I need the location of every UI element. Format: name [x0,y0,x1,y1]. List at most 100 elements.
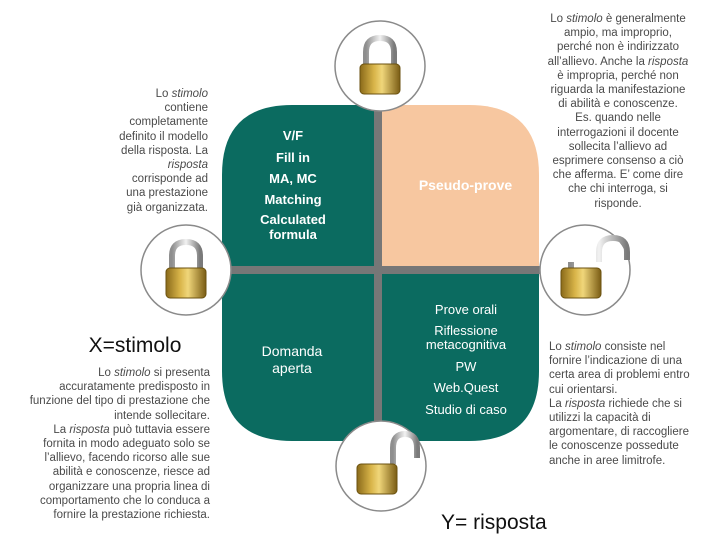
note-text: fornita in modo adeguato solo se [43,438,210,451]
note-text: argomentare, di raccogliere [549,426,689,439]
note-text: contiene [164,102,208,115]
italic-term: risposta [69,423,110,436]
item-studio-di-caso: Studio di caso [425,402,507,417]
note-line: fornire la prestazione richiesta. [10,508,210,522]
note-text: le conoscenze possedute [549,440,679,453]
note-text: della risposta. La [121,144,208,157]
note-line: certa area di problemi entro [549,368,709,382]
note-text: che afferma. E’ come dire [552,169,684,182]
note-line: perché non è indirizzato [532,40,704,54]
item-riflessione-metacognitiva: Riflessione metacognitiva [425,323,507,352]
note-text: è impropria, perché non [557,69,679,82]
italic-term: risposta [565,397,606,410]
note-text: cui orientarsi. [549,383,618,396]
item-webquest: Web.Quest [433,380,499,395]
note-line: Lo stimolo [98,87,208,101]
vertical-divider [374,105,382,441]
note-text: perché non è indirizzato [556,41,680,54]
note-text: si presenta [150,367,210,379]
note-text: all’allievo. Anche la [547,55,649,68]
italic-term: risposta [167,159,208,172]
note-line: Es. quando nelle [532,111,704,125]
note-text: esprimere consenso a ciò [552,155,684,168]
note-text: riguarda la manifestazione [550,84,686,97]
note-text: corrisponde ad [131,173,208,186]
note-line: Lo stimolo si presenta [10,366,210,380]
note-line: sollecita l’allievo ad [532,140,704,154]
quadrant-bottom-left [222,274,374,441]
note-text: comportamento che lo conduca a [39,494,210,507]
note-line: che chi interroga, si [532,182,704,196]
italic-term: risposta [648,55,689,68]
note-line: fornire l’indicazione di una [549,354,709,368]
note-line: completamente [98,115,208,129]
italic-term: stimolo [566,13,603,25]
note-text: l’allievo, facendo ricorso alle sue [44,452,210,465]
note-line: anche in aree limitrofe. [549,454,709,468]
note-line: abilità e conoscenze, riesce ad [10,465,210,479]
note-text: utilizzi la capacità di [549,412,651,425]
note-text: ampio, ma improprio, [563,27,672,40]
closed-padlock-icon [332,18,428,119]
note-text: abilità e conoscenze, riesce ad [52,466,210,479]
open-padlock-icon [333,418,429,519]
note-text: fornire l’indicazione di una [549,355,682,368]
note-line: organizzare una propria linea di [10,480,210,494]
note-text: già organizzata. [126,201,208,214]
note-line: Lo stimolo è generalmente [532,12,704,26]
note-line: della risposta. La [98,144,208,158]
note-text: intende sollecitare. [114,409,210,422]
note-line: risposta [98,158,208,172]
item-pseudo-prove: Pseudo-prove [418,177,513,193]
italic-term: stimolo [171,88,208,100]
note-text: è generalmente [602,13,686,25]
italic-term: stimolo [565,341,602,353]
note-line: accuratamente predisposto in [10,380,210,394]
note-text: Lo [549,341,565,353]
note-line: le conoscenze possedute [549,439,709,453]
note-text: anche in aree limitrofe. [549,454,666,467]
note-line: intende sollecitare. [10,409,210,423]
item-fill-in: Fill in [276,150,310,165]
item-ma-mc: MA, MC [269,171,317,186]
note-line: Lo stimolo consiste nel [549,340,709,354]
note-text: funzione del tipo di prestazione che [29,395,210,408]
note-line: funzione del tipo di prestazione che [10,394,210,408]
note-text: risponde. [594,197,642,210]
note-text: definito il modello [119,130,208,143]
note-text: Es. quando nelle [575,112,661,125]
quadrant-top-right [382,105,539,266]
item-prove-orali: Prove orali [434,302,498,317]
quadrant-bottom-right [382,274,539,441]
note-line: fornita in modo adeguato solo se [10,437,210,451]
note-text: di abilità e conoscenze. [558,98,678,111]
note-line: definito il modello [98,130,208,144]
item-vf: V/F [282,128,304,143]
note-line: che afferma. E’ come dire [532,168,704,182]
note-text: consiste nel [601,341,666,353]
note-text: La [549,397,565,410]
note-text: La [53,423,70,436]
note-line: risponde. [532,197,704,211]
closed-padlock-icon [138,222,234,323]
x-stimolo-label: X=stimolo [88,334,182,357]
note-line: esprimere consenso a ciò [532,154,704,168]
note-text: certa area di problemi entro [549,369,690,382]
note-line: interrogazioni il docente [532,126,704,140]
note-line: utilizzi la capacità di [549,411,709,425]
note-line: La risposta può tuttavia essere [10,423,210,437]
note-line: cui orientarsi. [549,383,709,397]
item-calculated-formula: Calculated formula [260,212,326,242]
quadrant-top-left [222,105,374,266]
note-text: richiede che si [605,397,682,410]
note-text: fornire la prestazione richiesta. [53,509,210,522]
note-text: che chi interroga, si [568,183,668,196]
note-line: riguarda la manifestazione [532,83,704,97]
note-text: una prestazione [126,187,208,200]
note-text: Lo [98,367,115,379]
note-text: sollecita l’allievo ad [568,140,668,153]
